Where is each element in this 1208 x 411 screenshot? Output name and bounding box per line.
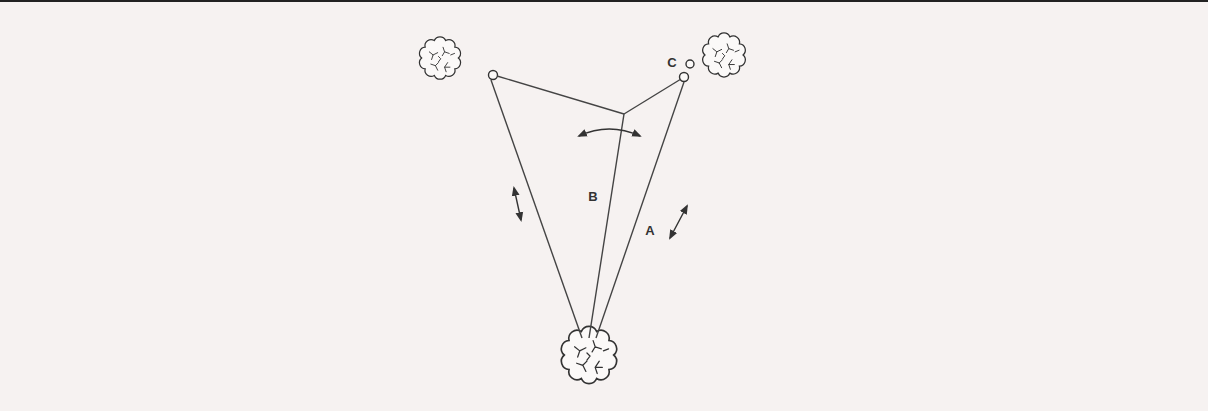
rope	[596, 82, 684, 338]
curved-double-arrow	[579, 129, 640, 136]
rope	[491, 80, 582, 338]
double-arrow	[514, 188, 521, 220]
top-rule	[0, 0, 1208, 2]
motion-arrows	[514, 129, 687, 238]
part-label: C	[665, 55, 678, 70]
rope	[589, 114, 624, 338]
stake-ring	[686, 60, 694, 68]
double-arrow	[670, 206, 687, 238]
part-label: B	[586, 189, 599, 204]
rope	[624, 79, 681, 114]
rope-lines	[491, 76, 684, 338]
shrub-left	[419, 37, 460, 79]
part-label: A	[643, 223, 656, 238]
stake-ring	[489, 71, 498, 80]
shrub-right	[703, 33, 746, 77]
rope	[497, 76, 624, 114]
stake-ring	[680, 73, 689, 82]
